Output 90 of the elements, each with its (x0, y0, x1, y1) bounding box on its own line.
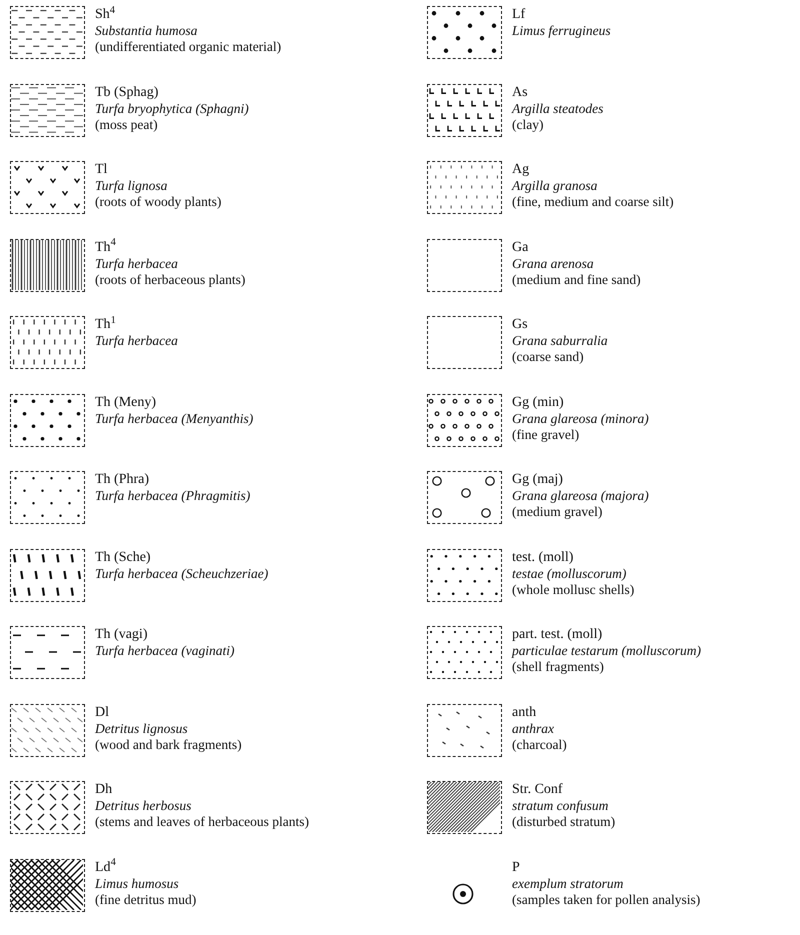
description-text: (moss peat) (95, 116, 159, 132)
pattern-swatch (427, 626, 502, 679)
pattern-swatch (10, 781, 85, 834)
latin-name: Limus humosus (95, 876, 180, 892)
description-text: (samples taken for pollen analysis) (512, 892, 700, 908)
pattern-swatch (427, 6, 502, 59)
pattern-swatch (427, 548, 502, 602)
symbol-code: Ld$^{4}$ (95, 860, 117, 876)
pattern-swatch (10, 626, 85, 679)
latin-name: Argilla granosa (512, 178, 598, 194)
pattern-swatch (10, 238, 85, 292)
description-text: (medium and fine sand) (512, 272, 641, 288)
pattern-swatch (427, 471, 502, 524)
pattern-swatch (10, 394, 85, 446)
pattern-swatch (427, 161, 502, 214)
symbol-code: Th$^{1}$ (95, 317, 117, 333)
description-text: (whole mollusc shells) (512, 582, 634, 598)
description-text: (shell fragments) (512, 659, 605, 675)
latin-name: Grana glareosa (minora) (512, 410, 649, 426)
symbol-code: Gg (maj) (512, 472, 564, 488)
sample-point-symbol (452, 882, 474, 904)
description-text: (stems and leaves of herbaceous plants) (95, 814, 310, 830)
symbol-code: P (512, 860, 521, 876)
description-text: (wood and bark fragments) (95, 736, 242, 752)
latin-name: Detritus lignosus (95, 720, 189, 736)
symbol-code: Th (Sche) (95, 550, 152, 566)
pattern-swatch (10, 471, 85, 524)
symbol-code: Dl (95, 704, 110, 720)
description-text: (fine, medium and coarse silt) (512, 194, 674, 210)
symbol-code: Lf (512, 7, 526, 23)
latin-name: particulae testarum (molluscorum) (512, 643, 701, 659)
pattern-swatch (10, 84, 85, 136)
latin-name: Turfa herbacea (95, 333, 178, 349)
description-text: (coarse sand) (512, 349, 585, 365)
symbol-code: Th (vagi) (95, 627, 148, 643)
symbol-code: Sh$^{4}$ (95, 7, 116, 23)
latin-name: Turfa herbacea (Phragmitis) (95, 488, 250, 504)
pattern-swatch (427, 84, 502, 136)
description-text: (disturbed stratum) (512, 814, 616, 830)
pattern-swatch (427, 238, 502, 292)
latin-name: Grana glareosa (majora) (512, 488, 649, 504)
symbol-code: Tb (Sphag) (95, 84, 160, 100)
latin-name: Turfa herbacea (vaginati) (95, 643, 234, 659)
symbol-code: Th (Phra) (95, 472, 150, 488)
description-text: (clay) (512, 116, 544, 132)
pattern-swatch (427, 781, 502, 834)
symbol-code: part. test. (moll) (512, 627, 604, 643)
pattern-swatch (427, 316, 502, 369)
latin-name: exemplum stratorum (512, 876, 624, 892)
latin-name: stratum confusum (512, 798, 610, 814)
symbol-code: anth (512, 704, 538, 720)
symbol-code: Tl (95, 162, 108, 178)
latin-name: Turfa bryophytica (Sphagni) (95, 100, 249, 116)
symbol-code: Ag (512, 162, 530, 178)
symbol-code: test. (moll) (512, 550, 574, 566)
description-text: (charcoal) (512, 736, 567, 752)
latin-name: Limus ferrugineus (512, 23, 611, 39)
latin-name: Turfa herbacea (Scheuchzeriae) (95, 566, 268, 582)
symbol-code: Str. Conf (512, 782, 564, 798)
pattern-swatch (10, 858, 85, 912)
latin-name: Grana saburralia (512, 333, 608, 349)
description-text: (roots of herbaceous plants) (95, 272, 246, 288)
latin-name: Turfa herbacea (95, 256, 179, 272)
latin-name: anthrax (512, 720, 555, 736)
pattern-swatch (10, 548, 85, 602)
pattern-swatch (10, 6, 85, 59)
pattern-swatch (10, 704, 85, 756)
symbol-code: Gs (512, 317, 529, 333)
symbol-code: As (512, 84, 529, 100)
description-text: (medium gravel) (512, 504, 604, 520)
latin-name: Turfa herbacea (Menyanthis) (95, 410, 254, 426)
latin-name: testae (molluscorum) (512, 566, 628, 582)
symbol-code: Th$^{4}$ (95, 240, 117, 256)
description-text: (undifferentiated organic material) (95, 39, 282, 55)
symbol-code: Th (Meny) (95, 394, 158, 410)
pattern-swatch (427, 704, 502, 756)
latin-name: Detritus herbosus (95, 798, 192, 814)
latin-name: Substantia humosa (95, 23, 198, 39)
pattern-swatch (10, 161, 85, 214)
latin-name: Grana arenosa (512, 256, 595, 272)
description-text: (fine gravel) (512, 426, 580, 442)
pattern-swatch (10, 316, 85, 369)
symbol-code: Ga (512, 240, 530, 256)
symbol-code: Gg (min) (512, 394, 565, 410)
description-text: (roots of woody plants) (95, 194, 222, 210)
latin-name: Turfa lignosa (95, 178, 168, 194)
pattern-swatch (427, 394, 502, 446)
description-text: (fine detritus mud) (95, 892, 196, 908)
latin-name: Argilla steatodes (512, 100, 604, 116)
symbol-code: Dh (95, 782, 114, 798)
